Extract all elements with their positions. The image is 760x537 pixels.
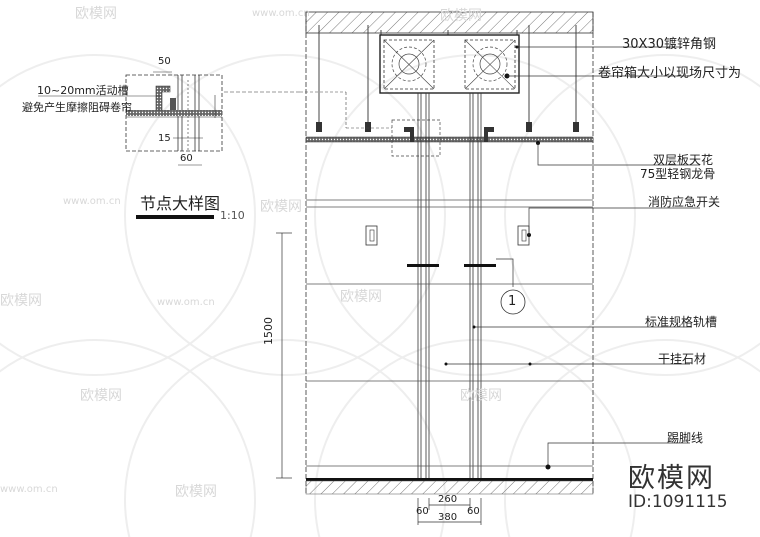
watermark-url: www.om.cn (252, 8, 310, 19)
watermark-logo: 欧模网 (75, 6, 117, 22)
brand-id: ID:1091115 (628, 492, 728, 512)
watermark-logo: 欧模网 (340, 289, 382, 305)
watermark-logo: 欧模网 (440, 8, 482, 24)
detail-dim-middle: 15 (158, 133, 171, 144)
dim-total: 380 (438, 512, 458, 523)
brand-logo: 欧模网 (628, 463, 715, 494)
detail-label-slot: 10~20mm活动槽 (37, 84, 129, 97)
dim-right-rail: 60 (467, 506, 480, 517)
watermark-logo: 欧模网 (175, 484, 217, 500)
detail-label-friction: 避免产生摩擦阻碍卷帘 (22, 101, 132, 114)
watermark-arcs (0, 54, 760, 537)
dim-inner-gap: 260 (438, 494, 458, 505)
watermark-logo: 欧模网 (0, 293, 42, 309)
dim-left-rail: 60 (416, 506, 429, 517)
node-detail (38, 71, 300, 219)
watermark-url: www.om.cn (0, 484, 58, 495)
detail-scale: 1:10 (220, 209, 245, 222)
detail-dim-top: 50 (158, 56, 171, 67)
label-skirting: 踢脚线 (667, 431, 704, 445)
label-box-size: 卷帘箱大小以现场尺寸为 (598, 66, 742, 81)
main-elevation (276, 11, 700, 525)
detail-dim-bottom: 60 (180, 153, 193, 164)
section-marker: 1 (508, 294, 517, 309)
watermark-logo: 欧模网 (260, 199, 302, 215)
label-ceiling: 双层板天花 (653, 153, 714, 167)
watermark-logo: 欧模网 (460, 388, 502, 404)
dim-height: 1500 (262, 317, 275, 345)
label-stone: 干挂石材 (658, 352, 707, 366)
label-rail: 标准规格轨槽 (645, 315, 718, 329)
detail-title: 节点大样图 (140, 194, 221, 213)
label-keel: 75型轻钢龙骨 (640, 167, 716, 181)
watermark-url: www.om.cn (157, 297, 215, 308)
label-switch: 消防应急开关 (648, 195, 721, 209)
watermark-logo: 欧模网 (80, 388, 122, 404)
label-angle-steel: 30X30镀锌角钢 (622, 37, 716, 52)
watermark-url: www.om.cn (63, 196, 121, 207)
